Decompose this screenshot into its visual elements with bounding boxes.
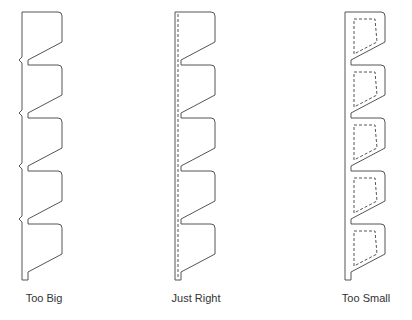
caption-label: Just Right xyxy=(172,292,221,305)
caption-label: Too Small xyxy=(342,292,390,305)
profile-too-small xyxy=(345,12,385,280)
caption-label: Too Big xyxy=(26,292,63,305)
profile-too-big xyxy=(19,12,62,280)
profile-just-right xyxy=(175,12,215,280)
